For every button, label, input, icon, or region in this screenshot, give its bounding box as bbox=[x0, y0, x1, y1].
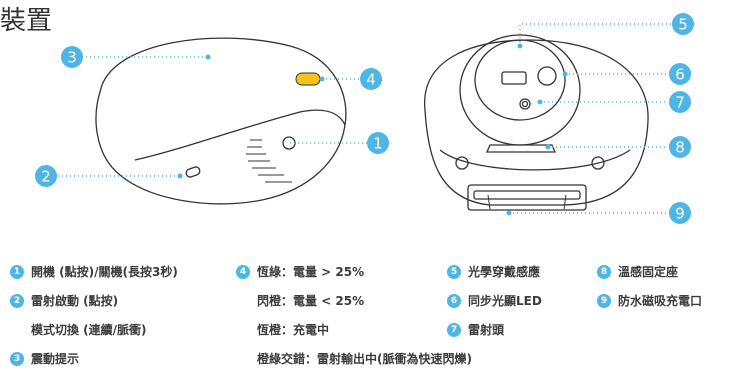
legend-number: 6 bbox=[447, 293, 461, 308]
legend-item-2-sub: 模式切換 (連續/脈衝) bbox=[31, 321, 147, 338]
legend-item-3: 3 震動提示 bbox=[10, 350, 79, 367]
legend-item-1: 1 開機 (點按)/關機(長按3秒) bbox=[10, 263, 178, 280]
callout-number: 8 bbox=[675, 139, 685, 157]
legend-number: 2 bbox=[10, 293, 24, 308]
charging-port-frame bbox=[467, 184, 587, 211]
laser-head-inner bbox=[521, 100, 529, 108]
legend-item-7: 7 雷射頭 bbox=[447, 321, 504, 338]
legend-number: 8 bbox=[597, 264, 611, 279]
legend-text: 恆橙：充電中 bbox=[257, 323, 330, 337]
device-diagram: 1 2 3 4 5 6 7 8 9 bbox=[35, 13, 694, 224]
legend-item-8: 8 溫感固定座 bbox=[597, 263, 678, 280]
legend-text: 溫感固定座 bbox=[618, 265, 679, 279]
callout-badge-2: 2 bbox=[35, 165, 57, 187]
left-device-rim bbox=[134, 109, 346, 161]
temperature-mount bbox=[486, 144, 556, 153]
callout-number: 9 bbox=[675, 205, 685, 223]
right-device-outer-ring bbox=[439, 149, 631, 171]
legend-text: 震動提示 bbox=[31, 352, 80, 366]
callout-badge-8: 8 bbox=[669, 136, 691, 158]
sensor-dome bbox=[459, 34, 581, 146]
legend-number: 5 bbox=[447, 264, 461, 279]
legend-text: 橙綠交錯：雷射輸出中(脈衝為快速閃爍) bbox=[257, 352, 472, 366]
leader-lines bbox=[58, 23, 672, 214]
legend-text: 同步光顯LED bbox=[468, 294, 542, 308]
sensor-dome-inner bbox=[474, 39, 566, 121]
legend-text: 模式切換 (連續/脈衝) bbox=[31, 323, 147, 337]
callout-badge-9: 9 bbox=[669, 202, 691, 224]
callout-number: 1 bbox=[373, 135, 383, 153]
legend-item-6: 6 同步光顯LED bbox=[447, 292, 542, 309]
legend-number: 4 bbox=[236, 264, 250, 279]
charging-port bbox=[473, 190, 581, 200]
legend-text: 閃橙：電量 < 25% bbox=[257, 294, 365, 308]
legend-item-5: 5 光學穿戴感應 bbox=[447, 263, 540, 280]
legend-item-9: 9 防水磁吸充電口 bbox=[597, 292, 702, 309]
callout-badge-1: 1 bbox=[367, 132, 389, 154]
power-button-icon bbox=[282, 136, 296, 150]
callout-badge-4: 4 bbox=[360, 68, 382, 90]
legend-item-4-sub-2: 恆橙：充電中 bbox=[257, 321, 329, 338]
callout-badge-7: 7 bbox=[669, 91, 691, 113]
legend-text: 開機 (點按)/關機(長按3秒) bbox=[31, 265, 178, 279]
sync-led bbox=[537, 66, 557, 86]
legend-number: 3 bbox=[10, 351, 24, 366]
legend-text: 雷射頭 bbox=[468, 323, 505, 337]
left-device-view bbox=[95, 37, 347, 205]
callout-number: 3 bbox=[67, 49, 77, 67]
legend-text: 恆綠：電量 > 25% bbox=[257, 265, 365, 279]
callout-badge-6: 6 bbox=[669, 63, 691, 85]
legend-number: 1 bbox=[10, 264, 24, 279]
optical-sensor bbox=[501, 71, 527, 85]
legend-number: 7 bbox=[447, 322, 461, 337]
status-led bbox=[295, 72, 321, 86]
page-title: 裝置 bbox=[0, 6, 53, 36]
laser-button bbox=[185, 166, 201, 178]
right-device-base bbox=[424, 39, 649, 206]
callout-number: 4 bbox=[366, 71, 376, 89]
legend-item-4-sub-3: 橙綠交錯：雷射輸出中(脈衝為快速閃爍) bbox=[257, 350, 472, 367]
leader-5 bbox=[519, 23, 672, 46]
callout-number: 7 bbox=[675, 94, 685, 112]
callout-number: 6 bbox=[675, 66, 685, 84]
mount-screw-left bbox=[455, 156, 469, 170]
mount-screw-right bbox=[591, 156, 605, 170]
legend-item-4: 4 恆綠：電量 > 25% bbox=[236, 263, 364, 280]
left-device-texture bbox=[246, 139, 292, 183]
right-device-view bbox=[424, 34, 649, 211]
laser-head bbox=[519, 98, 531, 110]
legend-number: 9 bbox=[597, 293, 611, 308]
callout-number: 2 bbox=[41, 168, 51, 186]
legend-text: 防水磁吸充電口 bbox=[618, 294, 703, 308]
callout-badge-3: 3 bbox=[61, 46, 83, 68]
legend-text: 光學穿戴感應 bbox=[468, 265, 541, 279]
legend-item-2: 2 雷射啟動 (點按) bbox=[10, 292, 118, 309]
legend-item-4-sub-1: 閃橙：電量 < 25% bbox=[257, 292, 364, 309]
callout-number: 5 bbox=[678, 16, 688, 34]
left-device-body bbox=[95, 37, 347, 205]
callout-badge-5: 5 bbox=[672, 13, 694, 35]
legend-text: 雷射啟動 (點按) bbox=[31, 294, 119, 308]
